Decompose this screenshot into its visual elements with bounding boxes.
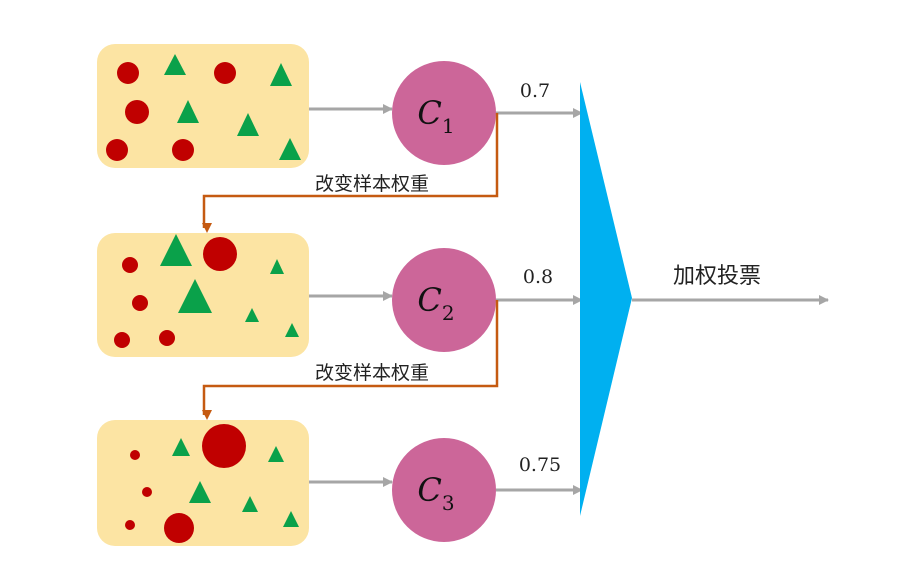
red-circle-icon <box>202 424 246 468</box>
red-circle-icon <box>125 100 149 124</box>
red-circle-icon <box>172 139 194 161</box>
green-triangle-icon <box>237 113 259 136</box>
green-triangle-icon <box>164 54 186 75</box>
green-triangle-icon <box>285 323 299 337</box>
green-triangle-icon <box>172 438 190 456</box>
green-triangle-icon <box>189 481 211 503</box>
red-circle-icon <box>142 487 152 497</box>
classifier-node-1: C1 <box>392 61 496 165</box>
green-triangle-icon <box>270 259 284 274</box>
green-triangle-icon <box>242 496 258 512</box>
red-circle-icon <box>125 520 135 530</box>
red-circle-icon <box>132 295 148 311</box>
classifier-letter: C <box>417 281 441 319</box>
svg-text:C1: C1 <box>417 94 454 138</box>
green-triangle-icon <box>268 446 284 462</box>
classifier-letter: C <box>417 471 441 509</box>
green-triangle-icon <box>160 234 192 266</box>
sample-panel-2 <box>97 233 309 357</box>
red-circle-icon <box>117 62 139 84</box>
sample-panel-1-bg <box>97 44 309 168</box>
red-circle-icon <box>214 62 236 84</box>
reweight-arrow-2 <box>202 300 499 420</box>
combiner-wedge <box>580 82 632 516</box>
weight-label-1: 0.7 <box>520 80 550 102</box>
red-circle-icon <box>114 332 130 348</box>
classifier-circle <box>392 438 496 542</box>
sample-panel-1 <box>97 44 309 168</box>
red-circle-icon <box>122 257 138 273</box>
reweight-label-1: 改变样本权重 <box>315 173 429 195</box>
classifier-node-3: C3 <box>392 438 496 542</box>
red-circle-icon <box>203 237 237 271</box>
classifier-subscript: 1 <box>442 114 455 138</box>
classifier-letter: C <box>417 94 441 132</box>
red-circle-icon <box>106 139 128 161</box>
classifier-circle <box>392 61 496 165</box>
svg-text:C3: C3 <box>417 471 454 515</box>
classifier-subscript: 2 <box>442 301 455 325</box>
classifier-circle <box>392 248 496 352</box>
green-triangle-icon <box>178 279 212 313</box>
red-circle-icon <box>164 513 194 543</box>
classifier-subscript: 3 <box>442 491 455 515</box>
red-circle-icon <box>130 450 140 460</box>
sample-panel-3-bg <box>97 420 309 546</box>
green-triangle-icon <box>177 100 199 123</box>
weight-label-3: 0.75 <box>519 454 561 476</box>
weight-label-2: 0.8 <box>523 266 553 288</box>
reweight-arrow-1 <box>202 113 499 233</box>
green-triangle-icon <box>245 308 259 322</box>
red-circle-icon <box>159 330 175 346</box>
green-triangle-icon <box>283 511 299 527</box>
svg-text:C2: C2 <box>417 281 454 325</box>
classifier-node-2: C2 <box>392 248 496 352</box>
green-triangle-icon <box>279 138 301 160</box>
green-triangle-icon <box>270 63 292 86</box>
sample-panel-3 <box>97 420 309 546</box>
reweight-label-2: 改变样本权重 <box>315 362 429 384</box>
output-label: 加权投票 <box>673 264 761 289</box>
